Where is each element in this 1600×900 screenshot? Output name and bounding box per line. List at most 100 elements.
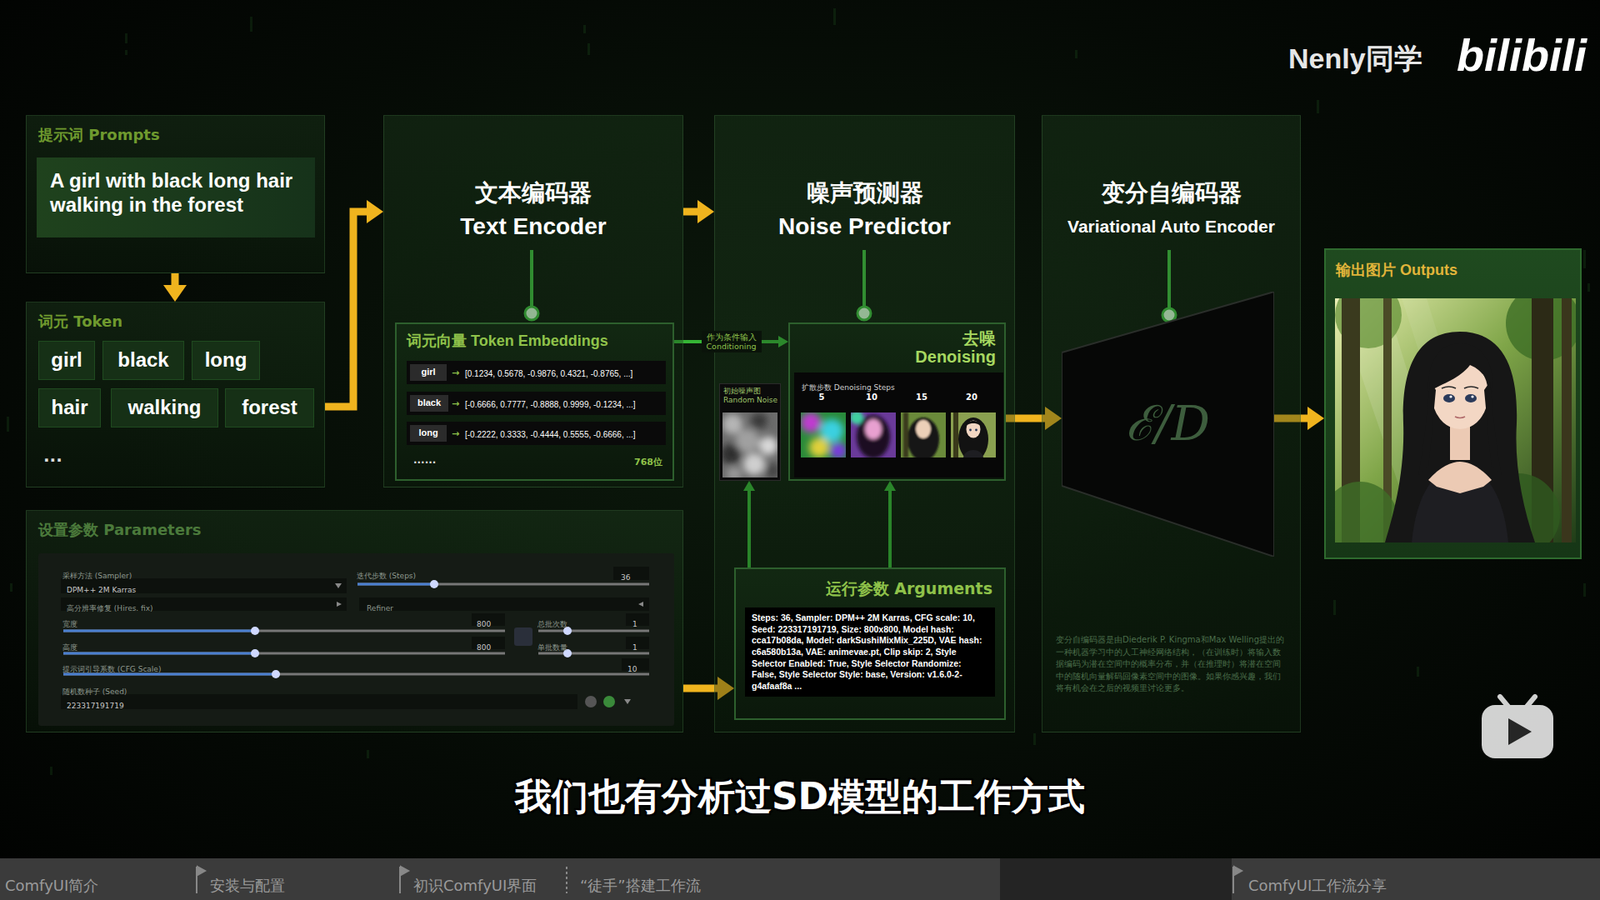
subtitle-holder: 我们也有分析过SD模型的工作方式 (0, 775, 1600, 820)
connector (325, 200, 384, 407)
node-text-holder: long (192, 341, 260, 380)
node-text-holder: 设置参数 Parameters (38, 520, 202, 540)
watermark-logo-holder: bilibili (1456, 28, 1587, 83)
subtitle: 我们也有分析过SD模型的工作方式 (0, 775, 1600, 820)
watermark-holder: Nenly同学 (1288, 41, 1423, 76)
node-text-holder: black (103, 341, 184, 380)
ui-value-holder: 800 (476, 637, 491, 654)
ui-value: 1 (632, 643, 638, 653)
node-text-holder: ℰ/D (1061, 291, 1275, 557)
ui-value-holder: 1 (632, 614, 638, 630)
node-text-holder: girl (410, 364, 447, 381)
node-text: 768位 (634, 456, 663, 468)
node-text-holder: 去噪 Denoising (887, 329, 996, 366)
noise-image (722, 412, 778, 478)
arrowhead (366, 200, 384, 224)
step-number-holder: 15 (905, 392, 939, 403)
node-text: 词元向量 Token Embeddings (406, 332, 609, 351)
ui-label-holder: 总批次数 (537, 614, 568, 630)
node-text: Steps: 36, Sampler: DPM++ 2M Karras, CFG… (745, 607, 995, 697)
connector-line (325, 211, 368, 407)
node-text: 初始噪声图 Random Noise (723, 386, 779, 405)
token-chip: black (102, 340, 185, 380)
ui-value-holder: 1 (632, 637, 638, 654)
chapter-label: 安装与配置 (210, 876, 285, 895)
node-text: 变分自编码器 (1101, 179, 1242, 208)
token-chip: hair (38, 388, 101, 428)
node-text: 词元 Token (38, 312, 123, 331)
chapter-label-holder: ComfyUI工作流分享 (1248, 876, 1387, 895)
step-number: 15 (905, 392, 939, 403)
node-text-holder: 初始噪声图 Random Noise (723, 386, 779, 405)
ui-label-holder: 高分辨率修复 (Hires. fix) (66, 598, 154, 615)
edge-label-holder: 作为条件输入 Conditioning (701, 330, 762, 354)
ui-label: 高度 (62, 643, 78, 653)
arguments-box: 运行参数 ArgumentsSteps: 36, Sampler: DPM++ … (734, 567, 1006, 720)
connector-line (683, 685, 719, 693)
node-text-holder: walking (111, 389, 218, 427)
node-text-holder: Text Encoder (384, 212, 683, 241)
node-text-holder: Noise Predictor (715, 212, 1015, 241)
step-number: 10 (855, 392, 889, 403)
chapter-label: ComfyUI工作流分享 (1248, 876, 1387, 895)
connector-line (683, 208, 699, 216)
node-text: long (418, 427, 438, 439)
node-text: ...... (413, 454, 436, 466)
step-number-holder: 10 (855, 392, 889, 403)
ui-value: 800 (476, 620, 491, 630)
node-text-holder: ... (43, 445, 63, 466)
noise-box: 初始噪声图 Random Noise (719, 383, 781, 481)
connector (683, 200, 715, 224)
node-text: 提示词 Prompts (38, 125, 160, 145)
encoder-decoder-shape: ℰ/D (1061, 291, 1275, 557)
parameter-ui (26, 510, 685, 734)
output-image (1335, 298, 1576, 543)
ui-value: DPM++ 2M Karras (66, 585, 136, 595)
ui-value-holder: 36 (620, 567, 630, 584)
ui-value: 10 (627, 665, 637, 675)
node-text-holder: girl (39, 341, 95, 380)
vector-values-holder: [-0.6666, 0.7777, -0.8888, 0.9999, -0.12… (465, 395, 636, 411)
ui-label: 迭代步数 (Steps) (356, 571, 416, 581)
ui-value-holder: 223317191719 (66, 695, 125, 712)
token-chip: black (410, 395, 449, 412)
panel-box: 设置参数 Parameters (25, 510, 684, 733)
node-text: black (117, 348, 169, 373)
ui-label-holder: Refiner (366, 598, 394, 615)
watermark-logo: bilibili (1456, 28, 1587, 83)
arrowhead (1307, 406, 1325, 430)
step-number: 5 (805, 392, 839, 403)
node-text: 文本编码器 (475, 179, 592, 208)
node-text: girl (420, 366, 435, 378)
ui-value-holder: DPM++ 2M Karras (66, 580, 136, 596)
ui-value: 1 (632, 620, 638, 630)
arrow-glyph-holder: → (451, 394, 460, 410)
token-chip: walking (110, 388, 219, 428)
node-text: 输出图片 Outputs (1335, 261, 1458, 280)
node-text-holder: black (410, 395, 449, 412)
arrowhead (697, 200, 715, 224)
ui-value: 223317191719 (66, 701, 125, 711)
arrow-glyph-holder: → (451, 363, 460, 380)
node-text: ℰ/D (1125, 395, 1210, 454)
chapter-label-holder: 安装与配置 (210, 876, 285, 895)
arrow-glyph: → (451, 428, 460, 440)
vector-values: [-0.6666, 0.7777, -0.8888, 0.9999, -0.12… (465, 400, 636, 410)
connector (163, 273, 187, 302)
chapter-label-holder: 初识ComfyUI界面 (413, 876, 537, 895)
arrow-glyph: → (451, 367, 460, 379)
node-text: 运行参数 Arguments (825, 579, 993, 599)
node-text-holder: forest (225, 389, 314, 427)
panel-box: 词元 Token... girl black long hair walking fores… (25, 301, 325, 488)
edge-label: 作为条件输入 Conditioning (701, 330, 762, 354)
node-text: 设置参数 Parameters (38, 520, 202, 540)
node-text: forest (241, 395, 298, 420)
token-chip: girl (38, 340, 95, 380)
token-chip: girl (410, 364, 447, 381)
node-text: black (417, 397, 441, 409)
node-text-holder: 输出图片 Outputs (1335, 261, 1458, 280)
node-text-holder: 768位 (634, 452, 663, 469)
node-text: 扩散步数 Denoising Steps (801, 383, 895, 393)
node-text-holder: 变分自编码器是由Diederik P. Kingma和Max Welling提出… (1055, 634, 1289, 695)
module-panel: 变分自编码器Variational Auto Encoder变分自编码器是由Di… (1041, 115, 1301, 733)
